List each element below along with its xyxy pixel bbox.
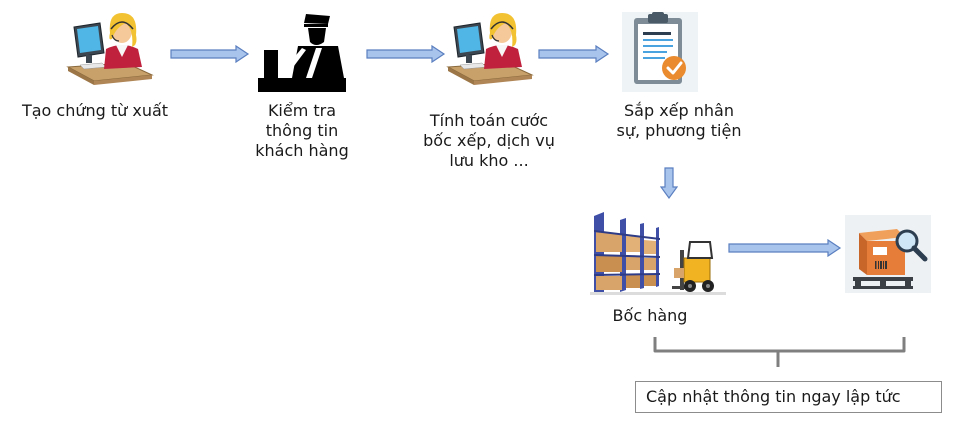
step4-label-line: sự, phương tiện bbox=[616, 121, 742, 140]
step5-label: Bốc hàng bbox=[590, 306, 710, 326]
flow-arrow-5 bbox=[728, 239, 842, 257]
flow-arrow-1 bbox=[170, 45, 250, 63]
package-inspect-icon bbox=[845, 215, 931, 293]
update-info-box: Cập nhật thông tin ngay lập tức bbox=[635, 381, 942, 413]
step2-label-line: thông tin bbox=[265, 121, 339, 140]
step5-label-line: Bốc hàng bbox=[612, 306, 688, 325]
flow-arrow-down bbox=[660, 167, 678, 199]
update-info-label: Cập nhật thông tin ngay lập tức bbox=[646, 387, 901, 406]
step2-label-line: Kiểm tra bbox=[267, 101, 337, 120]
step2-icon bbox=[258, 12, 346, 94]
step4-label: Sắp xếp nhân sự, phương tiện bbox=[594, 101, 764, 141]
step3-label-line: lưu kho ... bbox=[449, 151, 529, 170]
step5-icon bbox=[590, 210, 726, 296]
step6-icon bbox=[845, 215, 931, 293]
customs-officer-icon bbox=[258, 14, 346, 92]
step3-icon bbox=[446, 5, 534, 90]
grouping-brace bbox=[652, 335, 910, 375]
step2-label: Kiểm tra thông tin khách hàng bbox=[232, 101, 372, 161]
step1-icon bbox=[66, 5, 154, 90]
flow-arrow-2 bbox=[366, 45, 446, 63]
operator-at-computer-icon bbox=[446, 13, 534, 85]
step1-label-line: Tạo chứng từ xuất bbox=[21, 101, 169, 120]
flow-arrow-3 bbox=[538, 45, 610, 63]
step3-label-line: bốc xếp, dịch vụ bbox=[423, 131, 555, 150]
step3-label: Tính toán cước bốc xếp, dịch vụ lưu kho … bbox=[404, 111, 574, 171]
operator-at-computer-icon bbox=[66, 13, 154, 85]
step1-label: Tạo chứng từ xuất bbox=[0, 101, 190, 121]
step4-label-line: Sắp xếp nhân bbox=[624, 101, 734, 120]
step2-label-line: khách hàng bbox=[255, 141, 349, 160]
warehouse-forklift-icon bbox=[590, 212, 726, 295]
step3-label-line: Tính toán cước bbox=[429, 111, 549, 130]
step4-icon bbox=[622, 12, 698, 92]
clipboard-checklist-icon bbox=[622, 12, 698, 92]
